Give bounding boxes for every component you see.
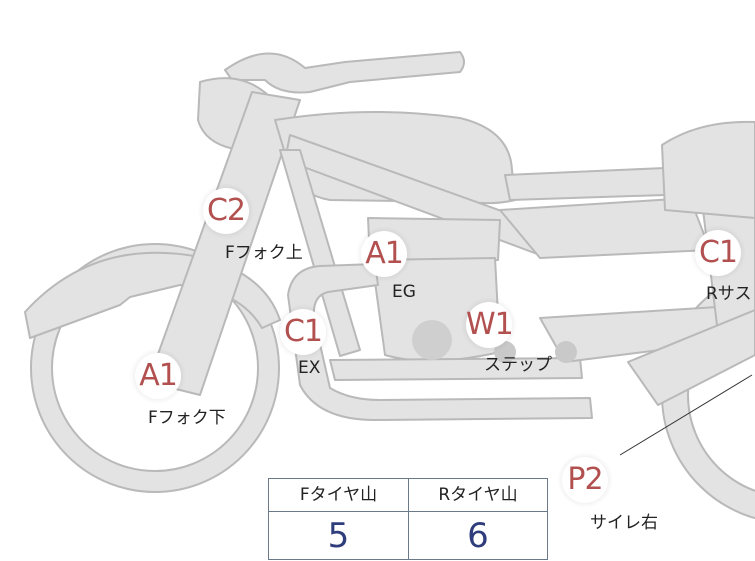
marker-label: EX — [298, 358, 321, 378]
table-divider-vertical — [408, 479, 409, 559]
seat — [504, 167, 666, 201]
marker-badge[interactable]: A1 — [361, 231, 407, 277]
tire-tread-table: Fタイヤ山 Rタイヤ山 5 6 — [268, 478, 548, 560]
exhaust-pipe — [287, 263, 593, 421]
front-tire-tread-value: 5 — [327, 516, 350, 556]
engine-case-cover — [412, 320, 452, 360]
marker-label: サイレ右 — [590, 513, 658, 533]
marker-badge[interactable]: C1 — [280, 309, 326, 355]
marker-label: Fフォク上 — [225, 243, 303, 263]
muffler — [627, 309, 755, 406]
marker-label: Fフォク下 — [148, 408, 226, 428]
marker-badge[interactable]: C1 — [695, 230, 741, 276]
marker-badge[interactable]: P2 — [562, 457, 608, 503]
marker-label: ステップ — [484, 355, 552, 375]
marker-label: Rサス — [706, 284, 752, 304]
handlebar — [224, 51, 465, 94]
leader-line — [619, 374, 753, 456]
rear-tire-tread-header: Rタイヤ山 — [438, 485, 518, 505]
front-tire-tread-header: Fタイヤ山 — [299, 485, 378, 505]
marker-badge[interactable]: A1 — [135, 353, 181, 399]
footpeg — [494, 341, 516, 363]
fuel-tank — [274, 111, 516, 205]
marker-badge[interactable]: C2 — [203, 188, 249, 234]
front-fork — [147, 91, 301, 396]
footpeg-2 — [555, 341, 577, 363]
marker-label: EG — [392, 282, 416, 302]
rear-tire-tread-value: 6 — [467, 516, 489, 556]
marker-badge[interactable]: W1 — [466, 302, 514, 348]
side-cover — [661, 120, 755, 219]
